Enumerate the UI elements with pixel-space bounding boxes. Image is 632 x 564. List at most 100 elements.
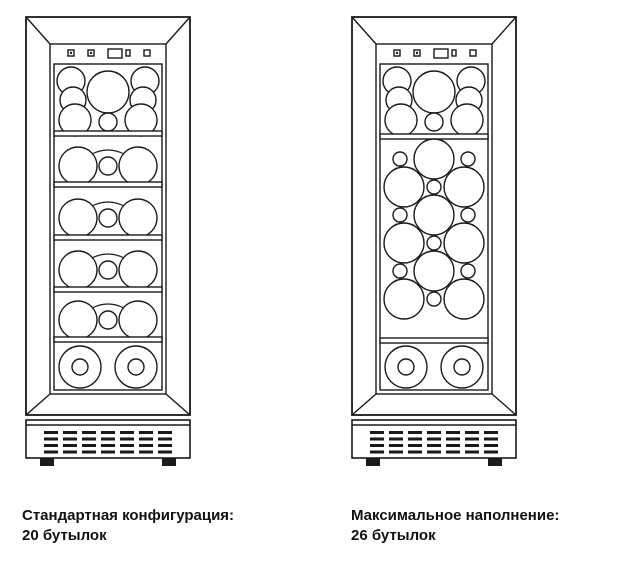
- bottle-base-icon: [127, 358, 145, 376]
- foot: [366, 458, 380, 466]
- vent-slot: [63, 431, 77, 434]
- foot: [162, 458, 176, 466]
- foot: [488, 458, 502, 466]
- vent-slot: [408, 444, 422, 447]
- frame-bevel: [165, 16, 191, 45]
- control-button-icon: [143, 49, 151, 57]
- caption-maximum-line1: Максимальное наполнение:: [351, 507, 560, 524]
- vent-slot: [101, 450, 115, 454]
- vent-slot: [44, 450, 58, 454]
- vent-slot: [139, 437, 153, 441]
- bottle-icon: [383, 166, 425, 208]
- vent-slot: [389, 437, 403, 441]
- caption-standard-line1: Стандартная конфигурация:: [22, 507, 235, 524]
- frame-bevel: [491, 16, 517, 45]
- vent-slot: [158, 431, 172, 434]
- bottle-neck-arc: [91, 149, 125, 155]
- bottle-icon: [426, 235, 442, 251]
- vent-slot: [446, 444, 460, 447]
- bottle-base-icon: [397, 358, 415, 376]
- frame-bevel: [351, 16, 377, 45]
- frame-bevel: [351, 393, 377, 416]
- caption-maximum-line2: 26 бутылок: [351, 527, 436, 544]
- bottle-icon: [98, 310, 118, 330]
- control-button-dot: [395, 51, 399, 55]
- vent-slot: [63, 444, 77, 447]
- bottle-icon: [460, 263, 476, 279]
- shelf: [379, 337, 489, 344]
- vent-slot: [82, 437, 96, 441]
- shelf: [53, 286, 163, 293]
- vent-slot: [139, 431, 153, 434]
- bottle-icon: [450, 103, 484, 137]
- vent-slot: [158, 437, 172, 441]
- bottle-icon: [58, 146, 98, 186]
- bottle-icon: [426, 179, 442, 195]
- frame-bevel: [25, 393, 51, 416]
- vent-slot: [139, 444, 153, 447]
- vent-slot: [82, 444, 96, 447]
- bottle-icon: [443, 166, 485, 208]
- vent-slot: [465, 437, 479, 441]
- bottle-icon: [413, 138, 455, 180]
- bottle-icon: [413, 250, 455, 292]
- bottle-icon: [383, 278, 425, 320]
- bottle-icon: [118, 146, 158, 186]
- vent-slot: [465, 444, 479, 447]
- vent-slot: [44, 437, 58, 441]
- caption-standard-configuration: Стандартная конфигурация: 20 бутылок: [22, 506, 234, 546]
- fridge-maximum-filling: [351, 16, 517, 466]
- frame-bevel: [25, 16, 51, 45]
- vent-slot: [139, 450, 153, 454]
- bottle-icon: [118, 198, 158, 238]
- vent-slot: [120, 437, 134, 441]
- bottle-icon: [98, 260, 118, 280]
- vent-slot: [465, 450, 479, 454]
- caption-standard-line2: 20 бутылок: [22, 527, 107, 544]
- bottle-icon: [460, 207, 476, 223]
- bottle-neck-arc: [91, 201, 125, 207]
- vent-slot: [120, 431, 134, 434]
- bottle-neck-arc: [91, 303, 125, 309]
- vent-slot: [484, 444, 498, 447]
- shelf: [379, 133, 489, 140]
- vent-slot: [427, 431, 441, 434]
- vent-slot: [63, 450, 77, 454]
- shelf: [53, 336, 163, 343]
- vent-slot: [408, 431, 422, 434]
- vent-slot: [158, 450, 172, 454]
- bottle-icon: [98, 208, 118, 228]
- bottle-icon: [58, 198, 98, 238]
- caption-maximum-filling: Максимальное наполнение: 26 бутылок: [351, 506, 559, 546]
- frame-bevel: [491, 393, 517, 416]
- vent-slot: [370, 450, 384, 454]
- bottle-icon: [98, 112, 118, 132]
- vent-slot: [82, 431, 96, 434]
- vent-slot: [408, 437, 422, 441]
- bottle-icon: [58, 300, 98, 340]
- bottle-icon: [58, 250, 98, 290]
- bottle-icon: [118, 300, 158, 340]
- vent-slot: [120, 450, 134, 454]
- bottle-neck-arc: [91, 253, 125, 259]
- bottle-base-icon: [71, 358, 89, 376]
- shelf: [53, 181, 163, 188]
- foot: [40, 458, 54, 466]
- bottle-icon: [426, 291, 442, 307]
- vent-slot: [120, 444, 134, 447]
- vent-slot: [427, 444, 441, 447]
- vent-slot: [389, 431, 403, 434]
- bottle-icon: [98, 156, 118, 176]
- bottle-base-icon: [453, 358, 471, 376]
- vent-slot: [408, 450, 422, 454]
- vent-slot: [370, 437, 384, 441]
- vent-slot: [484, 437, 498, 441]
- display-icon: [107, 48, 123, 59]
- vent-slot: [446, 431, 460, 434]
- bottle-icon: [443, 222, 485, 264]
- bottle-icon: [424, 112, 444, 132]
- bottle-icon: [413, 194, 455, 236]
- control-button-dot: [415, 51, 419, 55]
- vent-slot: [82, 450, 96, 454]
- bottle-icon: [412, 70, 456, 114]
